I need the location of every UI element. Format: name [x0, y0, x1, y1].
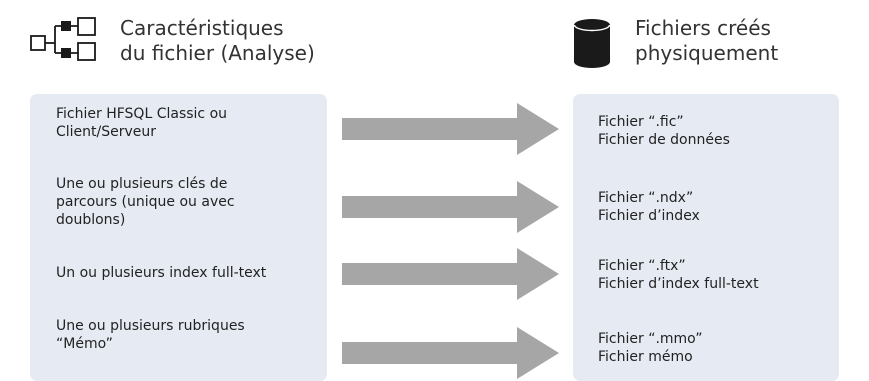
analysis-characteristics-panel: Fichier HFSQL Classic ou Client/Serveur … [30, 94, 327, 381]
physical-files-header-title-line: physiquement [635, 41, 779, 65]
mapping-arrow-mmo [342, 327, 559, 379]
analysis-item-line: Une ou plusieurs rubriques [56, 318, 245, 334]
physical-file-line: Fichier “.mmo” [598, 331, 703, 347]
physical-file-line: Fichier d’index [598, 208, 700, 224]
physical-file-ftx: Fichier “.ftx” Fichier d’index full-text [598, 257, 834, 293]
analysis-item-line: “Mémo” [56, 336, 113, 352]
physical-file-line: Fichier “.ndx” [598, 190, 694, 206]
mapping-arrow-ftx [342, 248, 559, 300]
analysis-item-line: parcours (unique ou avec [56, 194, 235, 210]
physical-file-ndx: Fichier “.ndx” Fichier d’index [598, 189, 834, 225]
analysis-item-line: Client/Serveur [56, 124, 157, 140]
physical-files-header-title: Fichiers créés physiquement [635, 16, 778, 66]
analysis-item-fulltext-index: Un ou plusieurs index full-text [56, 264, 316, 282]
physical-file-line: Fichier de données [598, 132, 730, 148]
mapping-arrow-fic [342, 103, 559, 155]
physical-file-mmo: Fichier “.mmo” Fichier mémo [598, 330, 834, 366]
analysis-tree-icon [30, 16, 102, 62]
database-cylinder-icon [573, 16, 611, 70]
analysis-item-line: Fichier HFSQL Classic ou [56, 106, 228, 122]
physical-files-header-title-line: Fichiers créés [635, 16, 771, 40]
mapping-arrow-ndx [342, 181, 559, 233]
analysis-item-line: Un ou plusieurs index full-text [56, 265, 267, 281]
analysis-header: Caractéristiques du fichier (Analyse) [30, 16, 315, 66]
analysis-item-keys: Une ou plusieurs clés de parcours (uniqu… [56, 175, 316, 229]
physical-file-line: Fichier mémo [598, 349, 693, 365]
analysis-item-memo: Une ou plusieurs rubriques “Mémo” [56, 317, 316, 353]
analysis-item-file-type: Fichier HFSQL Classic ou Client/Serveur [56, 105, 316, 141]
analysis-header-title: Caractéristiques du fichier (Analyse) [120, 16, 315, 66]
physical-files-header: Fichiers créés physiquement [573, 16, 778, 70]
analysis-item-line: doublons) [56, 212, 126, 228]
physical-files-panel: Fichier “.fic” Fichier de données Fichie… [573, 94, 839, 381]
physical-file-line: Fichier d’index full-text [598, 276, 759, 292]
analysis-header-title-line: Caractéristiques [120, 16, 284, 40]
physical-file-fic: Fichier “.fic” Fichier de données [598, 113, 834, 149]
physical-file-line: Fichier “.ftx” [598, 258, 686, 274]
analysis-item-line: Une ou plusieurs clés de [56, 176, 228, 192]
analysis-header-title-line: du fichier (Analyse) [120, 41, 315, 65]
physical-file-line: Fichier “.fic” [598, 114, 684, 130]
